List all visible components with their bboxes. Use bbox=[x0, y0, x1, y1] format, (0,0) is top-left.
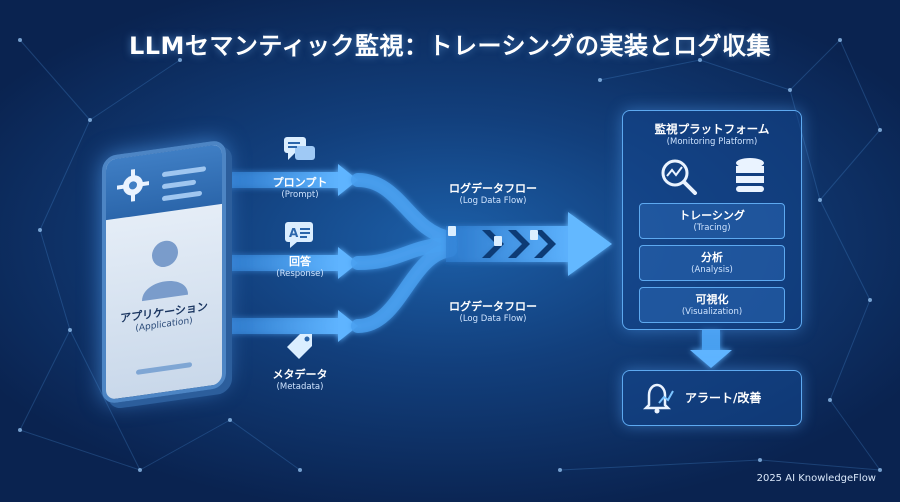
network-link bbox=[139, 419, 231, 471]
app-header bbox=[106, 143, 222, 221]
network-link bbox=[829, 299, 871, 401]
module-tracing: トレーシング (Tracing) bbox=[639, 203, 785, 239]
network-node bbox=[178, 58, 182, 62]
network-node bbox=[818, 198, 822, 202]
prompt-sub: (Prompt) bbox=[281, 190, 319, 200]
page-title: LLMセマンティック監視：トレーシングの実装とログ収集 bbox=[128, 32, 772, 60]
platform-title: 監視プラットフォーム bbox=[654, 122, 770, 136]
network-node bbox=[838, 38, 842, 42]
svg-text:A: A bbox=[289, 226, 299, 240]
bell-alert-icon bbox=[642, 383, 674, 414]
alert-improvement-box: アラート/改善 bbox=[622, 370, 802, 426]
network-node bbox=[18, 38, 22, 42]
network-node bbox=[18, 428, 22, 432]
response-label-group: 回答 (Response) bbox=[250, 253, 350, 279]
network-node bbox=[868, 298, 872, 302]
analytics-magnifier-icon bbox=[661, 159, 697, 195]
module-analysis-sub: (Analysis) bbox=[691, 265, 733, 275]
network-link bbox=[19, 39, 91, 121]
network-link bbox=[559, 459, 761, 471]
network-link bbox=[39, 229, 71, 331]
module-visualization-label: 可視化 bbox=[695, 293, 729, 306]
module-visualization-sub: (Visualization) bbox=[681, 307, 743, 317]
network-link bbox=[39, 119, 91, 231]
network-link bbox=[599, 59, 701, 81]
module-tracing-label: トレーシング bbox=[679, 209, 745, 222]
network-node bbox=[698, 58, 702, 62]
log-flow-top-sub: (Log Data Flow) bbox=[459, 196, 527, 206]
network-link bbox=[699, 59, 791, 91]
network-node bbox=[598, 78, 602, 82]
network-node bbox=[298, 468, 302, 472]
network-link bbox=[89, 59, 181, 121]
monitoring-platform-panel: 監視プラットフォーム (Monitoring Platform) トレーシング … bbox=[622, 110, 802, 330]
gear-icon bbox=[117, 169, 149, 202]
response-label: 回答 bbox=[289, 255, 311, 268]
copyright-text: 2025 AI KnowledgeFlow bbox=[756, 473, 876, 484]
network-link bbox=[819, 129, 881, 201]
data-document-icons bbox=[448, 226, 538, 246]
log-flow-bottom-label: ログデータフロー bbox=[449, 300, 537, 313]
tag-icon bbox=[287, 334, 312, 359]
network-node bbox=[758, 458, 762, 462]
network-node bbox=[88, 118, 92, 122]
network-link bbox=[229, 419, 301, 471]
network-node bbox=[828, 398, 832, 402]
platform-to-alert-arrow bbox=[690, 330, 732, 368]
metadata-label: メタデータ bbox=[272, 368, 328, 381]
platform-sub: (Monitoring Platform) bbox=[666, 137, 758, 147]
prompt-arrow bbox=[222, 164, 358, 196]
network-link bbox=[19, 329, 71, 431]
network-link bbox=[819, 199, 871, 301]
network-link bbox=[789, 89, 821, 201]
network-node bbox=[228, 418, 232, 422]
module-analysis-label: 分析 bbox=[701, 251, 723, 264]
metadata-arrow bbox=[222, 310, 358, 342]
module-analysis: 分析 (Analysis) bbox=[639, 245, 785, 281]
chat-bubbles-icon bbox=[284, 137, 315, 160]
application-device: アプリケーション (Application) bbox=[102, 139, 226, 405]
module-visualization: 可視化 (Visualization) bbox=[639, 287, 785, 323]
log-flow-bottom-sub: (Log Data Flow) bbox=[459, 314, 527, 324]
response-arrow bbox=[222, 247, 358, 279]
network-node bbox=[788, 88, 792, 92]
network-node bbox=[878, 128, 882, 132]
log-flow-top-group: ログデータフロー (Log Data Flow) bbox=[428, 180, 558, 206]
network-node bbox=[558, 468, 562, 472]
network-node bbox=[878, 468, 882, 472]
network-node bbox=[38, 228, 42, 232]
converging-streams bbox=[351, 173, 457, 333]
prompt-label-group: プロンプト (Prompt) bbox=[250, 174, 350, 200]
prompt-label: プロンプト bbox=[272, 176, 328, 189]
header-text-lines bbox=[162, 166, 206, 208]
network-node bbox=[138, 468, 142, 472]
network-link bbox=[839, 39, 881, 131]
log-flow-bottom-group: ログデータフロー (Log Data Flow) bbox=[428, 298, 558, 324]
main-log-arrow bbox=[446, 212, 612, 276]
text-document-icon: A bbox=[285, 222, 313, 248]
network-link bbox=[829, 399, 881, 471]
log-flow-top-label: ログデータフロー bbox=[449, 182, 537, 195]
network-node bbox=[68, 328, 72, 332]
network-link bbox=[789, 39, 841, 91]
alert-label: アラート/改善 bbox=[685, 391, 762, 405]
network-link bbox=[759, 459, 881, 471]
metadata-sub: (Metadata) bbox=[276, 382, 324, 392]
metadata-label-group: メタデータ (Metadata) bbox=[250, 366, 350, 392]
response-sub: (Response) bbox=[276, 269, 324, 279]
home-indicator bbox=[136, 362, 192, 375]
network-link bbox=[19, 429, 141, 471]
database-icon bbox=[736, 158, 764, 192]
user-icon bbox=[142, 240, 188, 302]
module-tracing-sub: (Tracing) bbox=[693, 223, 731, 233]
